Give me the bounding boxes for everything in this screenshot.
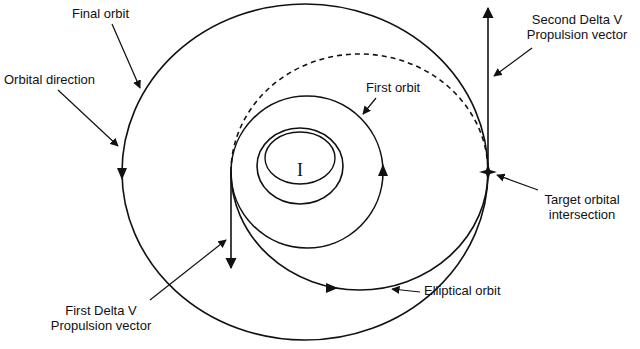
vector-label: Second Delta V Propulsion vector [518, 12, 636, 42]
direction-arrowhead [378, 164, 388, 176]
orbit-label: Elliptical orbit [424, 283, 534, 298]
planet-body: I [255, 122, 345, 206]
orbit-label: First orbit [366, 80, 456, 95]
intersection-marker [479, 163, 497, 181]
leader-arrow [150, 240, 226, 300]
leader-arrow [363, 98, 376, 114]
leader-arrow [497, 175, 538, 190]
planet-label: I [255, 160, 345, 181]
direction-label: Orbital direction [4, 72, 124, 87]
leader-arrow [58, 90, 118, 146]
vector-label: First Delta V Propulsion vector [36, 303, 166, 333]
orbit-label: Final orbit [72, 6, 162, 21]
direction-arrowhead [326, 283, 338, 293]
intersection-label: Target orbital intersection [530, 192, 634, 222]
first-orbit [231, 96, 383, 248]
leader-arrow [392, 289, 420, 292]
first-delta-v-vector [230, 172, 232, 268]
second-delta-v-vector [487, 8, 489, 172]
leader-arrow [494, 48, 532, 76]
leader-arrow [112, 24, 140, 88]
direction-arrowhead [117, 168, 127, 180]
